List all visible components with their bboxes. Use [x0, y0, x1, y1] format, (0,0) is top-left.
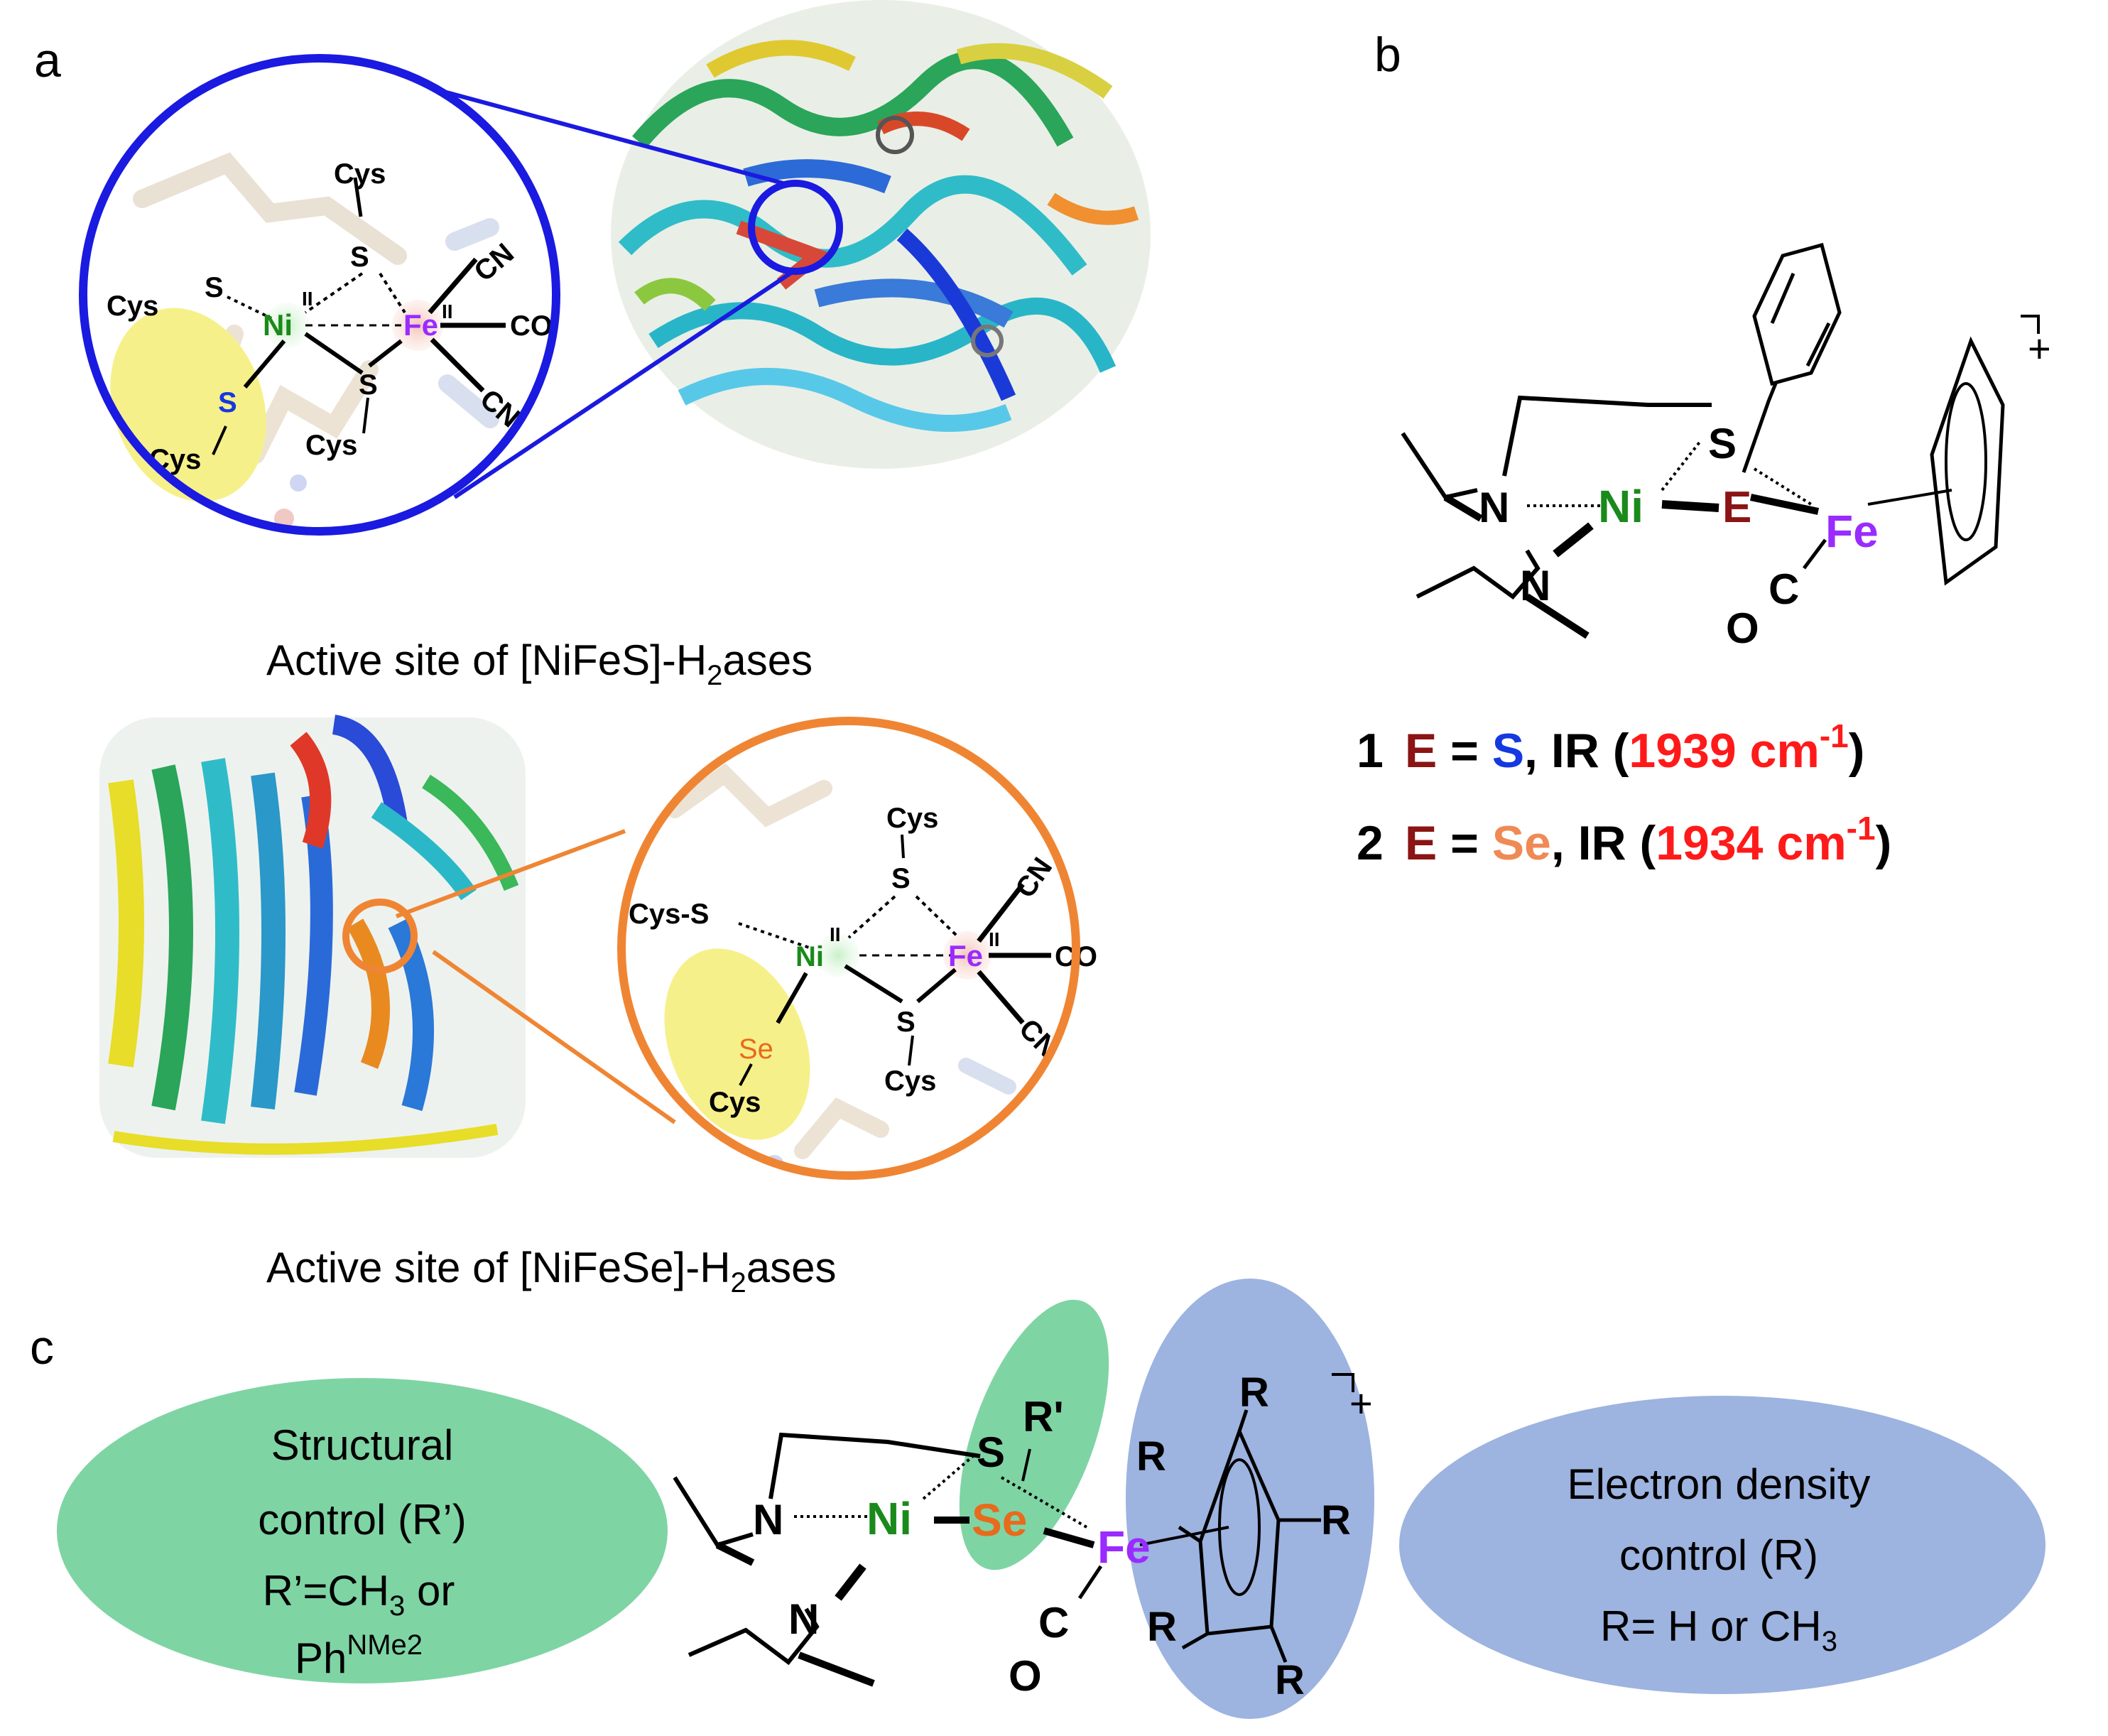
panel-label-c: c — [30, 1320, 54, 1374]
electron-line-3: R= H or CH3 — [1600, 1602, 1837, 1657]
se-highlight-bottom — [664, 948, 810, 1140]
structural-line-3: R’=CH3 or — [263, 1567, 455, 1622]
atom-r3-c: R — [1321, 1497, 1351, 1544]
atom-r2-c: R — [1136, 1433, 1166, 1480]
atom-r4-c: R — [1147, 1604, 1177, 1650]
electron-line-1: Electron density — [1568, 1460, 1871, 1508]
label-fe-ox-top: II — [442, 300, 453, 322]
atom-n2-c: N — [788, 1595, 819, 1643]
zoom-line-top-upper — [433, 87, 789, 187]
zoom-line-bottom-upper — [395, 829, 626, 918]
stick-background-top — [133, 152, 499, 528]
atom-r1-c: R — [1239, 1369, 1269, 1416]
zoom-line-bottom-lower — [432, 950, 676, 1124]
structural-line-4: PhNMe2 — [295, 1629, 423, 1682]
atom-o-c: O — [1009, 1652, 1042, 1700]
label-co-top: CO — [510, 310, 553, 342]
label-ni-ox-top: II — [302, 288, 313, 310]
atom-ni-c: Ni — [866, 1493, 912, 1544]
label-fe-top: Fe — [403, 308, 438, 342]
atom-n1-c: N — [753, 1496, 783, 1544]
caption-nifese: Active site of [NiFeSe]-H2ases — [266, 1244, 837, 1298]
atom-s-b: S — [1708, 420, 1737, 467]
label-cys-bottom-1: Cys — [886, 803, 938, 834]
structural-line-2: control (R’) — [258, 1496, 466, 1544]
structural-highlight-oval — [959, 1299, 1109, 1570]
active-site-nifese-zoom: Cys S Cys-S Ni II Fe II CN CO CN S Cys S… — [617, 717, 1097, 1180]
label-fe-ox-bottom: II — [989, 928, 1000, 950]
label-s-bridge-upper: S — [350, 242, 369, 273]
atom-c-c: C — [1038, 1599, 1069, 1647]
electron-control-oval — [1399, 1396, 2045, 1694]
label-ni-bottom: Ni — [795, 941, 824, 972]
atom-fe-b: Fe — [1825, 506, 1879, 557]
atom-se-c: Se — [972, 1494, 1027, 1546]
label-s-bridge-lower-bottom: S — [896, 1007, 916, 1038]
label-fe-bottom: Fe — [948, 939, 983, 972]
electron-highlight-oval — [1126, 1279, 1374, 1719]
label-ni-top: Ni — [263, 308, 293, 342]
charge-b: + — [2028, 326, 2051, 371]
label-cys-bottom-2: Cys — [884, 1065, 936, 1097]
atom-rprime-c: R' — [1023, 1393, 1064, 1441]
atom-c-b: C — [1769, 565, 1799, 613]
atom-s-c: S — [977, 1428, 1005, 1476]
zoom-line-top-lower — [453, 268, 797, 499]
complex-b-structure — [1401, 242, 2040, 639]
label-ni-ox-bottom: II — [830, 923, 841, 945]
active-site-nifes-zoom: Cys S Cys S Ni II Fe II CN CO CN S Cys S… — [79, 54, 560, 536]
label-cys-s-bottom: Cys-S — [629, 899, 709, 930]
label-cys-top-1: Cys — [334, 158, 386, 190]
panel-label-a: a — [34, 33, 61, 87]
protein-structure-nifes — [611, 0, 1151, 469]
label-s-selenocys-pos-top: S — [218, 387, 237, 418]
structural-control-oval — [57, 1378, 668, 1683]
panel-label-b: b — [1374, 28, 1401, 82]
charge-c: + — [1349, 1381, 1373, 1426]
label-cys-top-3: Cys — [305, 430, 357, 461]
complex-c-structure — [673, 1373, 1354, 1687]
zoom-marker-bottom — [342, 899, 418, 974]
label-s-bridge-lower: S — [359, 369, 378, 401]
atom-ni-b: Ni — [1598, 481, 1644, 532]
atom-o-b: O — [1726, 604, 1759, 652]
label-cys-top-2: Cys — [107, 291, 158, 322]
label-cys-bottom-3: Cys — [709, 1087, 761, 1118]
atom-fe-c: Fe — [1097, 1521, 1151, 1573]
structural-line-1: Structural — [271, 1421, 454, 1469]
atom-r5-c: R — [1275, 1657, 1305, 1703]
electron-line-2: control (R) — [1619, 1531, 1818, 1579]
atom-n1-b: N — [1479, 484, 1509, 531]
zoom-marker-top — [748, 180, 843, 275]
label-s-bridge-upper-bottom: S — [891, 863, 911, 894]
label-se-bottom: Se — [739, 1034, 773, 1065]
atom-n2-b: N — [1520, 562, 1550, 609]
atom-e-b: E — [1722, 483, 1751, 532]
protein-structure-nifese — [99, 715, 526, 1158]
caption-nifes: Active site of [NiFeS]-H2ases — [266, 636, 813, 691]
label-s-terminal-top: S — [205, 272, 224, 303]
